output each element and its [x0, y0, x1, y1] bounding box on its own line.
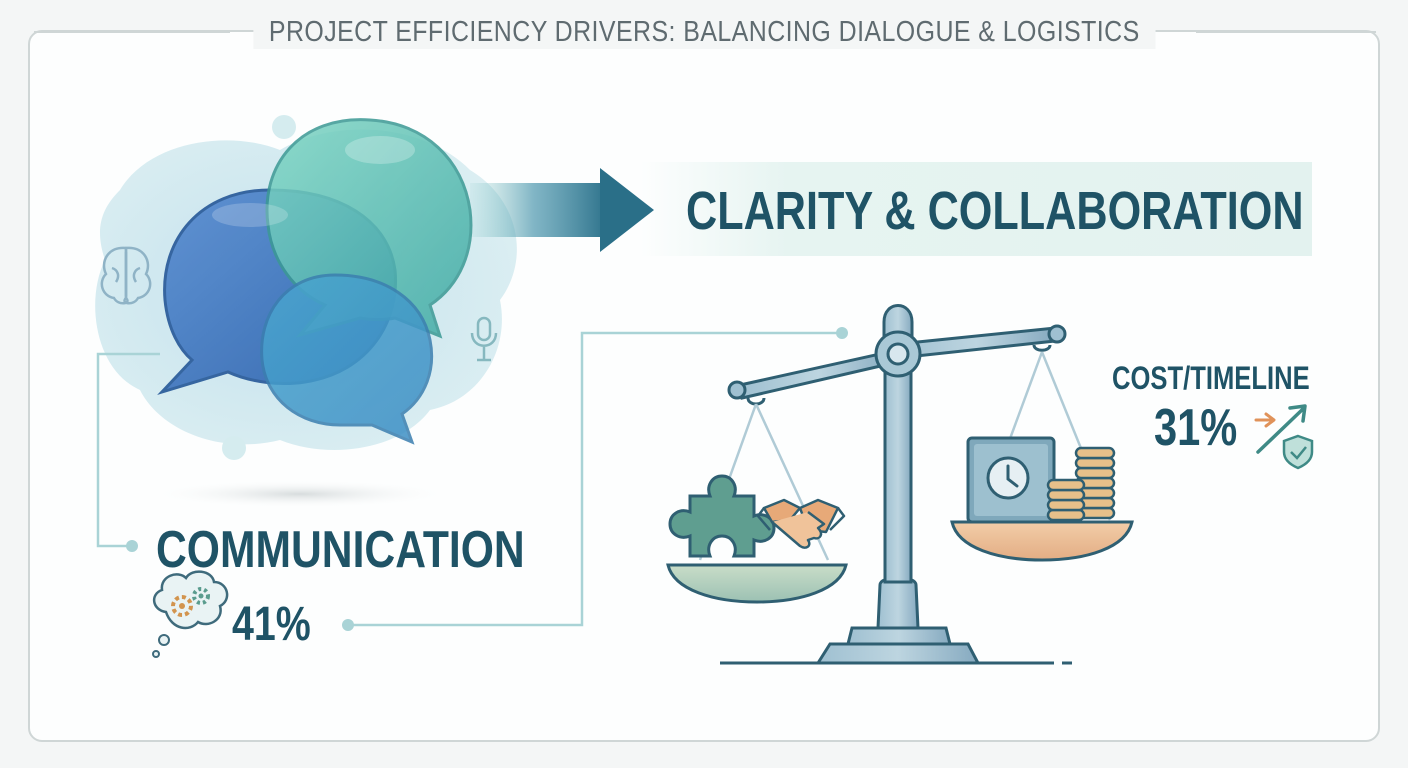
- headline-text: CLARITY & COLLABORATION: [686, 181, 1304, 241]
- headline-banner: [640, 162, 1312, 256]
- communication-percent: 41%: [232, 598, 311, 651]
- connector-scale: [348, 331, 842, 627]
- arrow-to-headline: [470, 168, 654, 252]
- connector-communication: [96, 352, 160, 548]
- speech-bubbles-icon: [157, 118, 473, 445]
- clock-box-icon: [966, 436, 1056, 524]
- decor-dot: [272, 115, 296, 139]
- cost-timeline-percent: 31%: [1154, 399, 1238, 457]
- handshake-icon: [756, 498, 846, 549]
- communication-label: COMMUNICATION: [156, 521, 525, 579]
- bubbles-shadow: [150, 480, 450, 508]
- shield-check-icon: [1282, 434, 1314, 470]
- decor-dot: [222, 436, 246, 460]
- page-title: PROJECT EFFICIENCY DRIVERS: BALANCING DI…: [253, 15, 1155, 49]
- title-rule-right: [1196, 31, 1376, 33]
- thought-gears-icon: [152, 570, 229, 658]
- brain-icon: [100, 246, 152, 305]
- cost-timeline-label: COST/TIMELINE: [1112, 360, 1310, 396]
- title-rule-left: [34, 31, 230, 33]
- puzzle-piece-icon: [668, 474, 776, 558]
- microphone-icon: [470, 316, 498, 362]
- coin-stack-icon: [1046, 446, 1116, 522]
- trend-arrow-icon: [1254, 404, 1307, 454]
- title-bar: PROJECT EFFICIENCY DRIVERS: BALANCING DI…: [0, 12, 1408, 52]
